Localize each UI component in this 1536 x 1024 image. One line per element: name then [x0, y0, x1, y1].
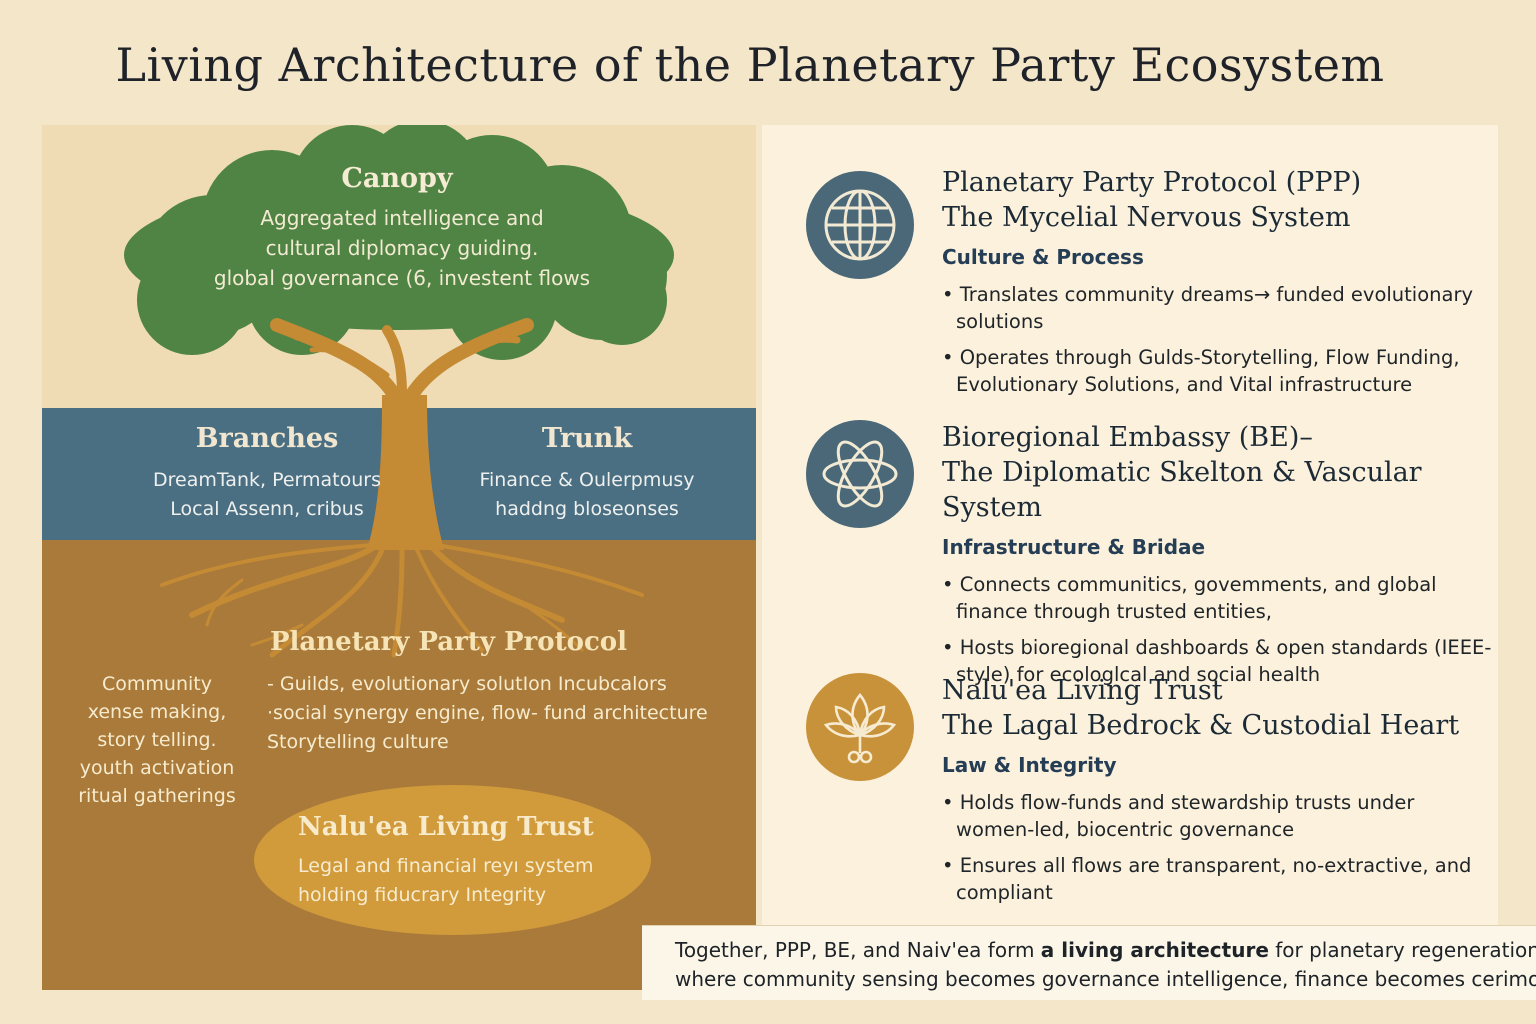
roots-shape — [160, 542, 644, 658]
footer-line-1: Together, PPP, BE, and Naiv'ea form a li… — [675, 936, 1536, 965]
trunk-shape — [367, 395, 444, 550]
section-be-body: Bioregional Embassy (BE)– The Diplomatic… — [942, 420, 1492, 697]
canopy-shape — [124, 125, 674, 360]
globe-icon — [806, 171, 914, 279]
protocol-line: Storytelling culture — [267, 731, 449, 753]
section-subtitle: Law & Integrity — [942, 753, 1117, 777]
trunk-title: Trunk — [541, 423, 633, 454]
canopy-line: Aggregated intelligence and — [260, 206, 544, 230]
section-trust-body: Nalu'ea Living Trust The Lagal Bedrock &… — [942, 673, 1492, 915]
atom-knot-icon — [806, 420, 914, 528]
protocol-line: - Guilds, evolutionary solutIon Incubcal… — [267, 673, 667, 695]
trust-ellipse — [254, 785, 651, 935]
protocol-list: - Guilds, evolutionary solutIon Incubcal… — [267, 670, 747, 757]
trunk-line: haddng bloseonses — [495, 498, 679, 520]
section-title: Nalu'ea Living Trust — [942, 675, 1223, 706]
tree-diagram: Canopy Aggregated intelligence and cultu… — [42, 125, 756, 990]
trunk-line: Finance & Oulerpmusy — [479, 469, 695, 491]
footer-prefix: Together, PPP, BE, and Naiv'ea form — [675, 938, 1041, 962]
section-subtitle: Infrastructure & Bridae — [942, 535, 1206, 559]
section-title: Planetary Party Protocol (PPP) — [942, 167, 1362, 198]
section-title: The Diplomatic Skelton & Vascular System — [942, 457, 1422, 523]
bullet-item: Holds flow-funds and stewardship trusts … — [942, 789, 1492, 843]
section-bullets: Connects communitics, govemments, and gl… — [942, 571, 1492, 688]
canopy-line: global governance (6, investent flows — [213, 266, 591, 290]
bullet-item: Connects communitics, govemments, and gl… — [942, 571, 1492, 625]
protocol-line: ·social synergy engine, flow- fund archi… — [267, 702, 708, 724]
community-line: xense making, — [87, 701, 227, 723]
bullet-item: Hosts bioregional dashboards & open stan… — [942, 634, 1492, 688]
trunk-block: Trunk Finance & Oulerpmusy haddng bloseo… — [447, 423, 727, 524]
branches-block: Branches DreamTank, Permatours Local Ass… — [102, 423, 432, 524]
community-list: Community xense making, story telling. y… — [62, 670, 252, 810]
canopy-description: Aggregated intelligence and cultural dip… — [202, 203, 602, 293]
community-line: Community — [102, 673, 212, 695]
canopy-line: cultural diplomacy guiding. — [265, 236, 539, 260]
trust-description: Legal and financial reyı system holding … — [298, 852, 638, 910]
bullet-item: Translates community dreams→ funded evol… — [942, 281, 1492, 335]
branches-line: DreamTank, Permatours — [152, 469, 382, 491]
trust-line: holding fiducrary Integrity — [298, 884, 547, 906]
trust-line: Legal and financial reyı system — [298, 855, 594, 877]
community-line: ritual gatherings — [78, 785, 236, 807]
canopy-title: Canopy — [341, 163, 453, 194]
bullet-item: Operates through Gulds-Storytelling, Flo… — [942, 344, 1492, 398]
branches-line: Local Assenn, cribus — [170, 498, 364, 520]
section-title: The Mycelial Nervous System — [942, 202, 1351, 233]
section-title: The Lagal Bedrock & Custodial Heart — [942, 710, 1460, 741]
section-title: Bioregional Embassy (BE)– — [942, 422, 1313, 453]
community-line: youth activation — [79, 757, 235, 779]
protocol-title: Planetary Party Protocol — [270, 627, 627, 657]
branches-title: Branches — [195, 423, 339, 454]
footer-suffix: for planetary regeneration ~ — [1268, 938, 1536, 962]
bullet-item: Ensures all flows are transparent, no-ex… — [942, 852, 1492, 906]
page-title: Living Architecture of the Planetary Par… — [115, 38, 1385, 92]
section-bullets: Translates community dreams→ funded evol… — [942, 281, 1492, 398]
section-ppp-body: Planetary Party Protocol (PPP) The Mycel… — [942, 165, 1492, 407]
section-bullets: Holds flow-funds and stewardship trusts … — [942, 789, 1492, 906]
lotus-icon — [806, 673, 914, 781]
section-subtitle: Culture & Process — [942, 245, 1144, 269]
trust-title: Nalu'ea Living Trust — [298, 812, 594, 842]
footer-emphasis: a living architecture — [1040, 938, 1269, 962]
tree-illustration — [124, 125, 674, 658]
community-line: story telling. — [97, 729, 217, 751]
footer-line-2: where community sensing becomes governan… — [675, 967, 1536, 991]
summary-footer: Together, PPP, BE, and Naiv'ea form a li… — [642, 925, 1536, 1000]
entity-descriptions-panel: Planetary Party Protocol (PPP) The Mycel… — [762, 125, 1498, 935]
